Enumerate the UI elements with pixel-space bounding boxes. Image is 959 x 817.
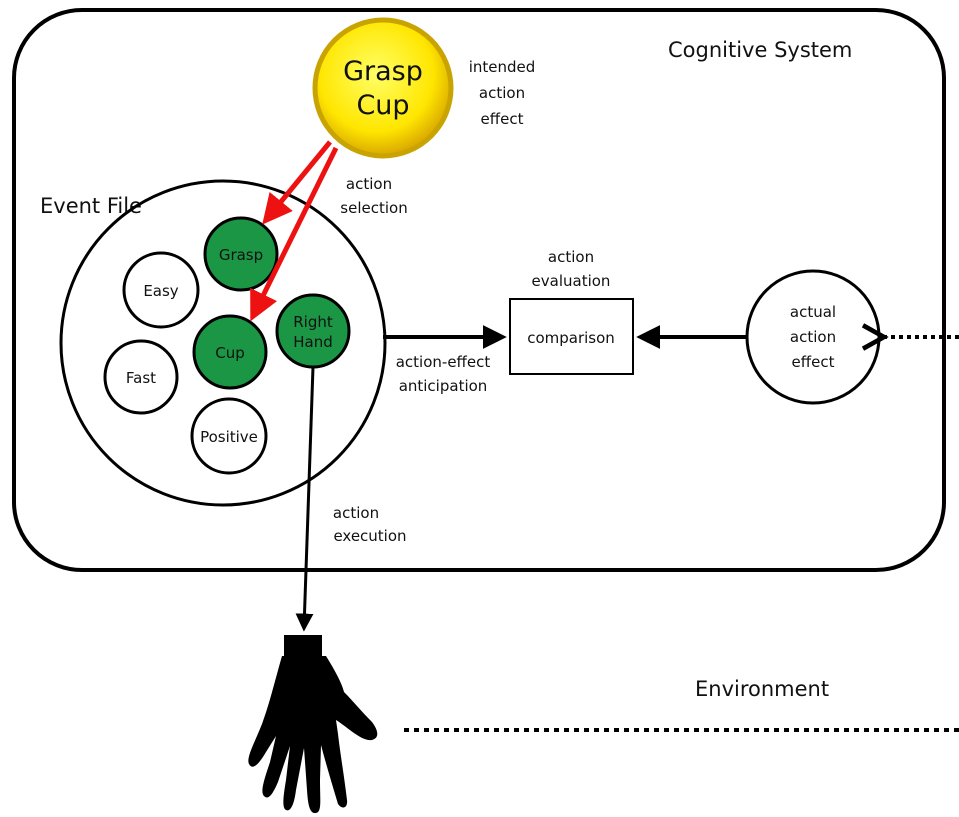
- feature-right-hand: Right Hand: [275, 293, 351, 369]
- svg-text:effect: effect: [792, 353, 835, 371]
- svg-text:Grasp: Grasp: [219, 246, 263, 264]
- svg-text:anticipation: anticipation: [399, 377, 488, 395]
- svg-text:action: action: [479, 84, 525, 102]
- feature-easy: Easy: [122, 251, 200, 329]
- event-file-circle: [59, 179, 387, 507]
- svg-text:Hand: Hand: [293, 333, 333, 351]
- goal-node: Grasp Cup: [312, 17, 454, 159]
- svg-text:action: action: [333, 504, 379, 522]
- goal-label-line2: Cup: [356, 90, 409, 121]
- svg-text:Right: Right: [293, 313, 333, 331]
- selection-arrow-cup: [250, 146, 339, 322]
- environment-label: Environment: [695, 677, 829, 701]
- svg-text:action-effect: action-effect: [396, 353, 491, 371]
- cognitive-system-label: Cognitive System: [668, 38, 852, 62]
- comparison-box: comparison: [509, 298, 634, 375]
- actual-action-effect-node: actual action effect: [745, 269, 881, 405]
- hand-icon: [248, 635, 378, 814]
- action-evaluation-label: action evaluation: [532, 248, 611, 290]
- action-selection-label: action selection: [340, 175, 407, 217]
- goal-caption: intended action effect: [469, 58, 536, 128]
- feature-cup: Cup: [192, 314, 268, 390]
- selection-arrow-grasp: [262, 140, 332, 225]
- execution-arrow: [295, 366, 315, 632]
- svg-text:Fast: Fast: [126, 369, 156, 387]
- svg-text:effect: effect: [481, 110, 524, 128]
- feature-fast: Fast: [103, 339, 179, 415]
- svg-text:actual: actual: [790, 303, 836, 321]
- svg-text:action: action: [548, 248, 594, 266]
- feature-positive: Positive: [190, 397, 268, 475]
- svg-text:intended: intended: [469, 58, 536, 76]
- goal-label-line1: Grasp: [343, 56, 423, 87]
- action-execution-label: action execution: [333, 504, 407, 545]
- svg-text:Positive: Positive: [200, 428, 258, 446]
- svg-text:Cup: Cup: [215, 344, 245, 362]
- svg-text:evaluation: evaluation: [532, 272, 611, 290]
- svg-text:execution: execution: [333, 527, 406, 545]
- svg-text:selection: selection: [340, 199, 407, 217]
- svg-text:action: action: [790, 328, 836, 346]
- svg-text:comparison: comparison: [527, 329, 615, 347]
- cognitive-system-box: [12, 8, 946, 572]
- svg-text:Easy: Easy: [143, 282, 178, 300]
- feature-grasp: Grasp: [203, 216, 279, 292]
- svg-text:action: action: [346, 175, 392, 193]
- action-effect-anticipation-label: action-effect anticipation: [396, 353, 491, 395]
